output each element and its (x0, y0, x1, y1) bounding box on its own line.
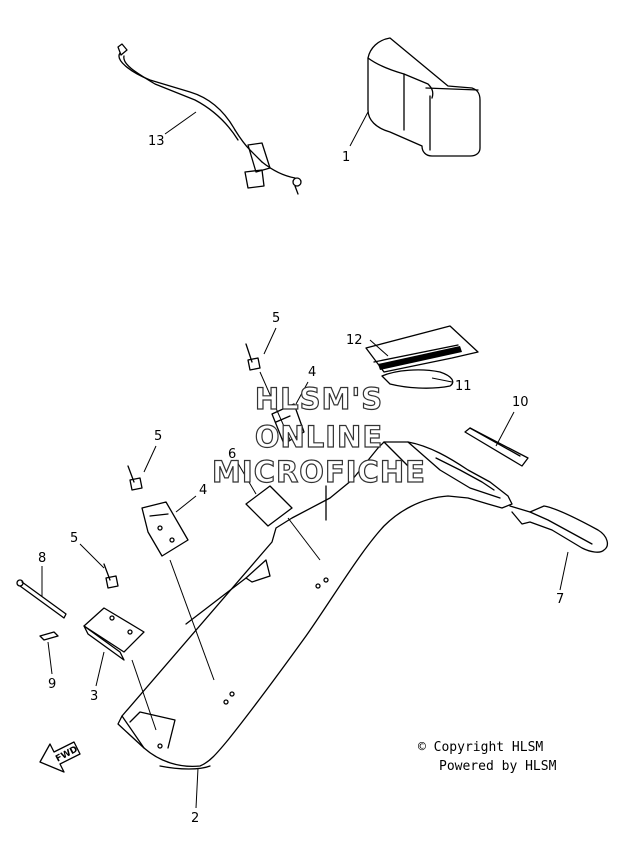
part-12-pad[interactable] (365, 325, 479, 373)
leader-4b (175, 495, 197, 513)
leader-10 (495, 411, 515, 447)
part-5-screw-top[interactable] (245, 343, 261, 371)
part-10-rod[interactable] (464, 427, 529, 467)
leader-12 (369, 339, 389, 357)
part-9-cotter[interactable] (39, 631, 59, 641)
part-8-pin[interactable] (16, 579, 67, 619)
callout-2: 2 (191, 811, 199, 826)
copyright-line: © Copyright HLSM (418, 740, 544, 755)
leader-4a (295, 381, 309, 405)
powered-by-line: Powered by HLSM (439, 759, 557, 774)
part-13-cable[interactable] (117, 43, 302, 195)
part-4-bracket-upper[interactable] (271, 403, 305, 445)
leader-5a (263, 327, 277, 355)
callout-10: 10 (512, 395, 529, 410)
leader-1 (349, 111, 369, 147)
leader-5a-b (259, 371, 291, 441)
part-5-screw-low[interactable] (103, 563, 119, 589)
leader-5b (143, 445, 157, 473)
callout-5a: 5 (272, 311, 280, 326)
fwd-arrow-icon: FWD (39, 741, 81, 773)
callout-11: 11 (455, 379, 472, 394)
callout-6: 6 (228, 447, 236, 462)
part-4-bracket-mid[interactable] (141, 501, 189, 557)
part-2-panel[interactable] (117, 441, 513, 770)
watermark-line1: HLSM'S (254, 381, 384, 416)
leader-3-b (131, 659, 157, 731)
part-1-box[interactable] (367, 37, 481, 157)
callout-4b: 4 (199, 483, 207, 498)
part-11-plate[interactable] (381, 369, 454, 389)
callout-5c: 5 (70, 531, 78, 546)
leader-3 (95, 651, 105, 687)
leader-2 (195, 767, 199, 809)
watermark-line3: MICROFICHE (211, 454, 426, 489)
part-6-plate[interactable] (245, 485, 293, 527)
leader-6 (235, 459, 257, 495)
leader-5c (79, 543, 105, 569)
callout-7: 7 (556, 592, 564, 607)
leader-5b-b (169, 559, 215, 681)
leader-7 (559, 551, 569, 591)
fwd-label: FWD (54, 745, 79, 765)
leader-13 (164, 111, 197, 135)
part-3-clip[interactable] (83, 607, 145, 661)
callout-8: 8 (38, 551, 46, 566)
callout-5b: 5 (154, 429, 162, 444)
callout-1: 1 (342, 150, 350, 165)
callout-3: 3 (90, 689, 98, 704)
part-5-screw-mid[interactable] (127, 465, 143, 491)
part-7-handle[interactable] (509, 505, 609, 553)
callout-12: 12 (346, 333, 363, 348)
leader-9 (47, 641, 53, 675)
callout-4a: 4 (308, 365, 316, 380)
leader-6b (287, 517, 321, 561)
watermark-line2: ONLINE (254, 419, 384, 454)
callout-13: 13 (148, 134, 165, 149)
leader-11 (431, 377, 453, 383)
callout-9: 9 (48, 677, 56, 692)
